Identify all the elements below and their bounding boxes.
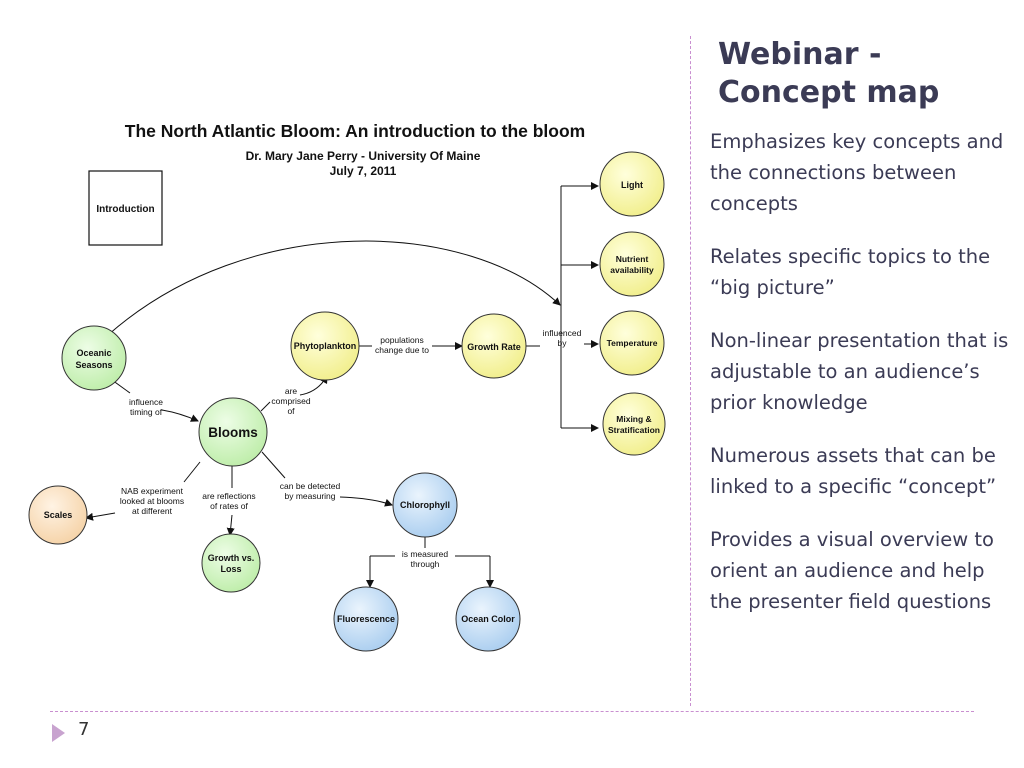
link-label-populations-1: populations <box>380 335 423 345</box>
node-fluorescence[interactable] <box>333 586 399 652</box>
slide-number-arrow-icon <box>52 724 65 742</box>
label-growth-rate: Growth Rate <box>467 342 521 352</box>
link-label-measured-2: through <box>411 559 440 569</box>
bullet-item: Numerous assets that can be linked to a … <box>710 444 997 498</box>
label-mixing-1: Mixing & <box>616 414 651 424</box>
label-mixing-2: Stratification <box>608 425 660 435</box>
label-temperature: Temperature <box>607 338 658 348</box>
link-label-influenced-2: by <box>558 338 568 348</box>
label-scales: Scales <box>44 510 73 520</box>
node-growth-rate[interactable] <box>461 313 527 379</box>
node-scales[interactable] <box>28 485 88 545</box>
link-label-detected-2: by measuring <box>284 491 335 501</box>
arc-seasons-to-factors <box>107 240 561 336</box>
node-phytoplankton[interactable] <box>290 311 360 381</box>
label-chlorophyll: Chlorophyll <box>400 500 450 510</box>
label-ocean-color: Ocean Color <box>461 614 515 624</box>
link-label-populations-2: change due to <box>375 345 429 355</box>
bullet-item: Non-linear presentation that is adjustab… <box>710 329 1009 414</box>
label-light: Light <box>621 180 643 190</box>
node-light[interactable] <box>599 151 665 217</box>
label-growth-loss-2: Loss <box>220 564 241 574</box>
link-label-measured-1: is measured <box>402 549 449 559</box>
vertical-divider <box>690 36 691 706</box>
node-ocean-color[interactable] <box>455 586 521 652</box>
map-author: Dr. Mary Jane Perry - University Of Main… <box>246 149 481 163</box>
link-blooms-phyto <box>260 401 271 412</box>
link-label-nab-3: at different <box>132 506 173 516</box>
link-label-reflections-2: of rates of <box>210 501 248 511</box>
horizontal-divider <box>50 711 974 712</box>
label-growth-loss-1: Growth vs. <box>208 553 255 563</box>
link-blooms-chloro-arrow <box>339 496 393 507</box>
label-fluorescence: Fluorescence <box>337 614 395 624</box>
link-blooms-chloro <box>261 451 286 479</box>
node-chlorophyll[interactable] <box>392 472 458 538</box>
label-nutrient-1: Nutrient <box>616 254 649 264</box>
node-oceanic-seasons[interactable] <box>61 325 127 391</box>
link-label-comprised-1: are <box>285 386 298 396</box>
label-oceanic-1: Oceanic <box>76 348 111 358</box>
link-label-nab-2: looked at blooms <box>120 496 184 506</box>
link-label-comprised-3: of <box>287 406 295 416</box>
link-label-reflections-1: are reflections <box>202 491 255 501</box>
node-nutrient[interactable] <box>599 231 665 297</box>
slide-number: 7 <box>78 719 90 740</box>
link-label-detected-1: can be detected <box>280 481 341 491</box>
slide-title: Webinar - Concept map <box>718 37 940 110</box>
map-title: The North Atlantic Bloom: An introductio… <box>125 121 585 141</box>
link-label-influence-2: timing of <box>130 407 163 417</box>
link-label-nab-1: NAB experiment <box>121 486 184 496</box>
link-label-influenced-1: influenced <box>543 328 582 338</box>
node-mixing[interactable] <box>602 392 666 456</box>
label-phytoplankton: Phytoplankton <box>294 341 357 351</box>
label-nutrient-2: availability <box>610 265 654 275</box>
node-growth-loss[interactable] <box>201 533 261 593</box>
node-temperature[interactable] <box>599 310 665 376</box>
bullet-item: Relates specific topics to the “big pict… <box>710 245 991 299</box>
label-blooms: Blooms <box>208 425 258 440</box>
concept-map: The North Atlantic Bloom: An introductio… <box>28 121 666 652</box>
label-oceanic-2: Seasons <box>75 360 112 370</box>
bullet-item: Provides a visual overview to orient an … <box>710 528 994 613</box>
link-label-comprised-2: comprised <box>271 396 310 406</box>
bullet-list: Emphasizes key concepts and the connecti… <box>710 126 1010 639</box>
link-blooms-growthloss-arrow <box>226 514 235 536</box>
link-blooms-scales-arrow <box>85 512 116 521</box>
link-seasons-blooms-arrow <box>161 409 199 422</box>
link-label-influence-1: influence <box>129 397 163 407</box>
bullet-item: Emphasizes key concepts and the connecti… <box>710 130 1004 215</box>
map-date: July 7, 2011 <box>330 164 397 178</box>
introduction-label: Introduction <box>96 204 154 215</box>
link-blooms-scales <box>183 461 201 483</box>
introduction-box[interactable] <box>88 170 163 246</box>
node-blooms[interactable] <box>198 397 268 467</box>
